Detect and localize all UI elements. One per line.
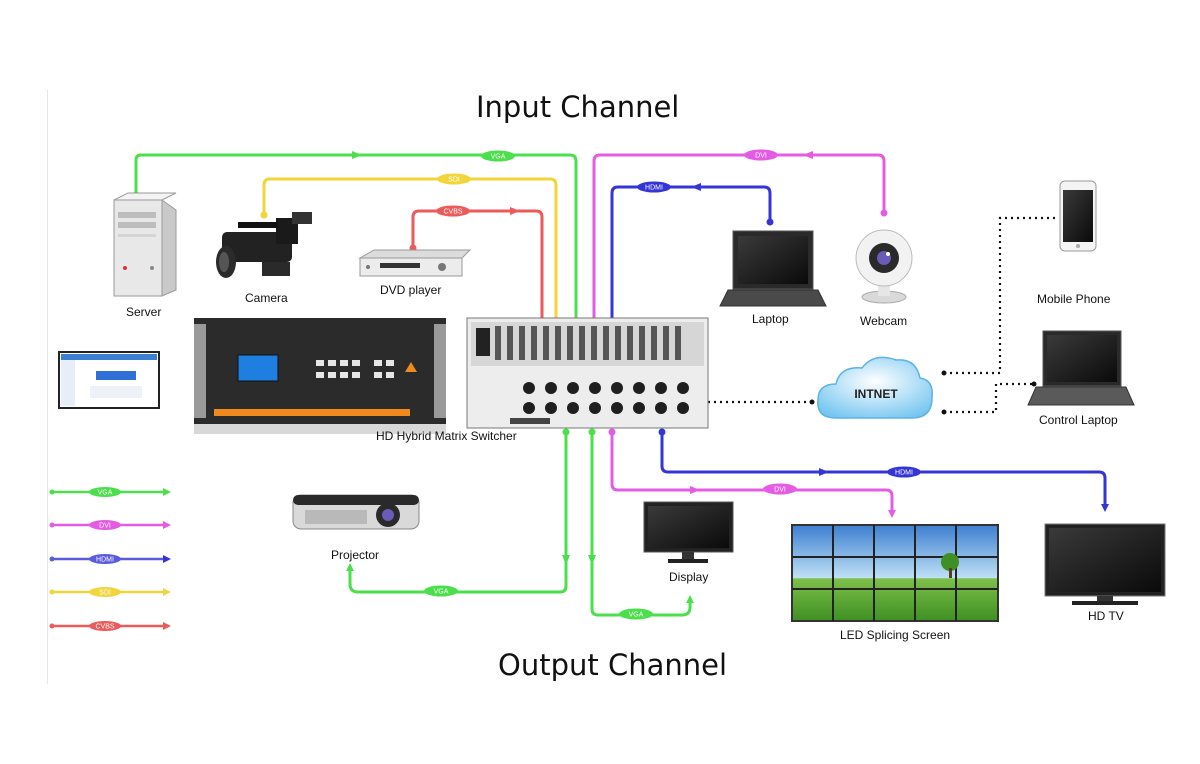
matrix-switcher-rear-icon (466, 317, 709, 429)
control-laptop-icon (1027, 330, 1135, 406)
svg-text:SDI: SDI (448, 177, 460, 184)
intnet-cloud-icon (817, 356, 933, 419)
cable-vga-projector (346, 428, 570, 594)
svg-text:VGA: VGA (98, 490, 113, 497)
led-splicing-screen-label: LED Splicing Screen (840, 628, 951, 642)
svg-text:HDMI: HDMI (96, 557, 114, 564)
pill-vga-projector: VGA (424, 585, 458, 597)
matrix-switcher-front-icon (194, 318, 446, 434)
cable-dvi-webcam (592, 151, 888, 318)
control-software-screen-icon (58, 351, 160, 409)
pill-dvi-led: DVI (763, 483, 797, 495)
camera-icon (216, 212, 312, 278)
display-label: Display (669, 570, 709, 584)
hd-tv-label: HD TV (1088, 609, 1124, 623)
projector-label: Projector (331, 548, 380, 562)
dvd-player-icon (358, 249, 472, 277)
svg-text:CVBS: CVBS (95, 624, 114, 631)
led-splicing-screen-icon (791, 524, 999, 622)
pill-hdmi-top: HDMI (637, 181, 671, 193)
legend-item-cvbs: CVBS (49, 621, 171, 631)
svg-text:DVI: DVI (99, 523, 111, 530)
hd-tv-icon (1044, 523, 1166, 605)
svg-text:HDMI: HDMI (895, 470, 913, 477)
legend-item-sdi: SDI (49, 587, 171, 597)
cable-hdmi-laptop (610, 183, 774, 318)
cable-vga-server (132, 151, 578, 318)
mobile-phone-icon (1059, 180, 1097, 252)
switcher-label: HD Hybrid Matrix Switcher (376, 429, 517, 443)
mobile-phone-label: Mobile Phone (1037, 292, 1111, 306)
laptop-icon (719, 230, 827, 307)
svg-text:SDI: SDI (99, 590, 111, 597)
server-label: Server (126, 305, 162, 319)
svg-text:CVBS: CVBS (443, 209, 462, 216)
svg-text:DVI: DVI (774, 487, 786, 494)
control-laptop-label: Control Laptop (1039, 413, 1118, 427)
svg-text:VGA: VGA (491, 154, 506, 161)
legend-item-hdmi: HDMI (49, 554, 171, 564)
webcam-icon (855, 229, 913, 304)
cable-sdi-camera (260, 177, 558, 318)
left-border-line (47, 90, 48, 684)
webcam-label: Webcam (860, 314, 908, 328)
svg-text:VGA: VGA (629, 612, 644, 619)
input-channel-title: Input Channel (476, 90, 680, 124)
svg-text:VGA: VGA (434, 589, 449, 596)
camera-label: Camera (245, 291, 288, 305)
dvd-player-label: DVD player (380, 283, 442, 297)
display-icon (643, 501, 734, 563)
pill-hdmi-hdtv: HDMI (887, 466, 921, 478)
legend-item-vga: VGA (49, 487, 171, 497)
pill-cvbs-top: CVBS (436, 205, 470, 217)
pill-dvi-top: DVI (744, 149, 778, 161)
pill-vga-top: VGA (481, 150, 515, 162)
network-links (708, 216, 1055, 414)
legend-item-dvi: DVI (49, 520, 171, 530)
svg-text:HDMI: HDMI (645, 185, 663, 192)
legend: VGA DVI HDMI SDI CVBS (49, 487, 171, 631)
pill-sdi-top: SDI (437, 173, 471, 185)
projector-icon (292, 494, 420, 530)
laptop-label: Laptop (752, 312, 789, 326)
cable-dvi-led (608, 428, 896, 518)
server-icon (113, 192, 177, 297)
cable-hdmi-hdtv (658, 428, 1109, 512)
output-channel-title: Output Channel (498, 648, 728, 682)
intnet-label: INTNET (854, 387, 898, 401)
svg-text:DVI: DVI (755, 153, 767, 160)
pill-vga-display: VGA (619, 608, 653, 620)
